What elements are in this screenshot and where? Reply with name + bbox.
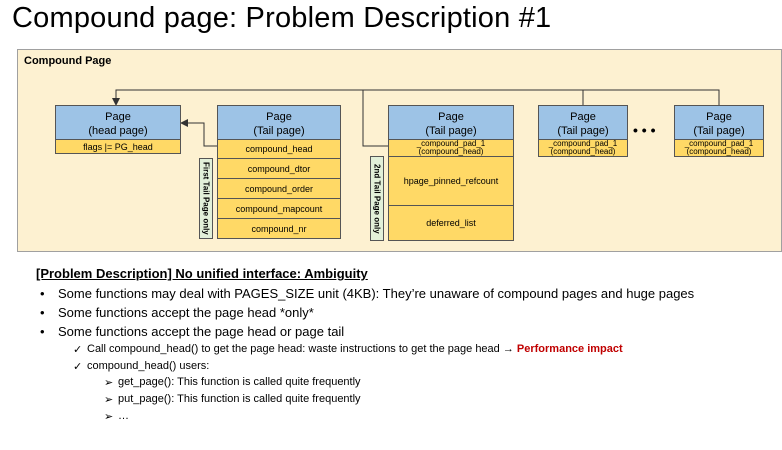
more-pages-ellipsis: • • • [633, 122, 656, 138]
arrow-bullet-icon: ➢ [104, 394, 114, 406]
head-page-box: Page (head page) [55, 105, 181, 140]
tail4-line1: Page [706, 111, 732, 123]
connector-lines [112, 89, 720, 147]
first-tail-only-label: First Tail Page only [199, 158, 213, 239]
second-tail-only-label: 2nd Tail Page only [370, 156, 384, 241]
bus-link-second-tail [362, 90, 388, 147]
head-page-flags-field: flags |= PG_head [55, 139, 181, 154]
tail3-line1: Page [570, 111, 596, 123]
bullet-marker: • [40, 305, 45, 320]
field-compound-order: compound_order [217, 178, 341, 199]
tail-page-4-box: Page (Tail page) [674, 105, 764, 140]
head-page-line2: (head page) [88, 125, 148, 137]
user-item: ➢ put_page(): This function is called qu… [104, 393, 361, 406]
arrow-bullet-icon: ➢ [104, 411, 114, 423]
arrow-bullet-icon: ➢ [104, 377, 114, 389]
field-compound-nr: compound_nr [217, 218, 341, 239]
performance-impact-text: Performance impact [516, 343, 623, 355]
tail3-line2: (Tail page) [557, 125, 609, 137]
compound-page-diagram: Compound Page Page (head page) flags |= … [17, 49, 782, 252]
user-item: ➢ … [104, 410, 129, 423]
head-page-line1: Page [105, 111, 131, 123]
bus-line-to-head [112, 89, 720, 106]
second-tail-page-box: Page (Tail page) [388, 105, 514, 140]
bullet-marker: • [40, 324, 45, 339]
problem-heading: [Problem Description] No unified interfa… [36, 266, 368, 281]
first-tail-page-box: Page (Tail page) [217, 105, 341, 140]
check-icon: ✓ [73, 361, 83, 373]
field-hpage-pinned-refcount: hpage_pinned_refcount [388, 156, 514, 206]
page-title: Compound page: Problem Description #1 [12, 2, 552, 34]
first-tail-line2: (Tail page) [253, 125, 305, 137]
arrow-first-tail-to-head [180, 119, 217, 147]
check-icon: ✓ [73, 344, 83, 356]
second-tail-pad-field: _compound_pad_1 (compound_head) [388, 139, 514, 157]
first-tail-line1: Page [266, 111, 292, 123]
field-compound-head: compound_head [217, 139, 341, 159]
check-item: ✓ compound_head() users: [73, 360, 210, 373]
field-compound-mapcount: compound_mapcount [217, 198, 341, 219]
field-deferred-list: deferred_list [388, 205, 514, 241]
tail3-pad-field: _compound_pad_1 (compound_head) [538, 139, 628, 157]
field-compound-dtor: compound_dtor [217, 158, 341, 179]
tail-page-3-box: Page (Tail page) [538, 105, 628, 140]
bullet-item: • Some functions accept the page head or… [40, 324, 345, 339]
bullet-item: • Some functions accept the page head *o… [40, 305, 314, 320]
second-tail-line2: (Tail page) [425, 125, 477, 137]
check-item: ✓ Call compound_head() to get the page h… [73, 343, 623, 356]
bullet-marker: • [40, 286, 45, 301]
tail4-pad-field: _compound_pad_1 (compound_head) [674, 139, 764, 157]
second-tail-line1: Page [438, 111, 464, 123]
diagram-label: Compound Page [24, 55, 112, 67]
user-item: ➢ get_page(): This function is called qu… [104, 376, 361, 389]
tail4-line2: (Tail page) [693, 125, 745, 137]
bullet-item: • Some functions may deal with PAGES_SIZ… [40, 286, 695, 301]
